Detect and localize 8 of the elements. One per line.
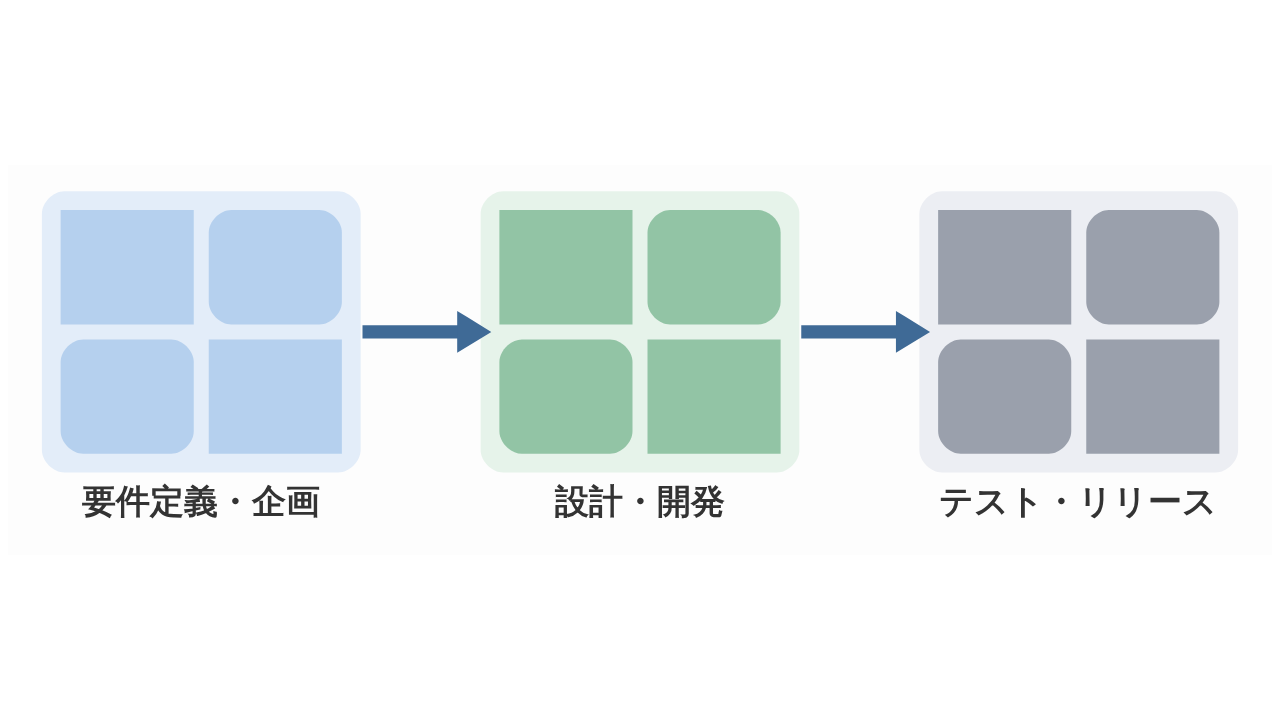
- node-label: 設計・開発: [554, 481, 725, 521]
- node-label: 要件定義・企画: [82, 481, 321, 521]
- node-box: [41, 191, 361, 473]
- node-box: [919, 191, 1239, 473]
- arrow: [801, 310, 931, 353]
- node-box: [480, 191, 800, 473]
- node-label: テスト・リリース: [939, 481, 1218, 521]
- arrow: [362, 310, 492, 353]
